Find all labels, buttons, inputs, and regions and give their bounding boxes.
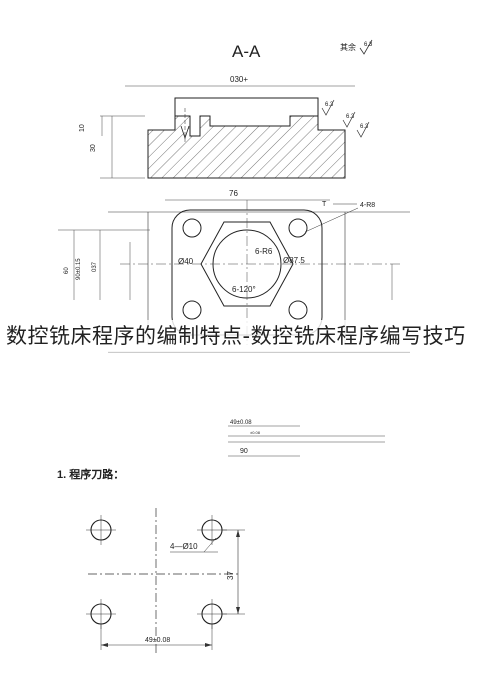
hole-tl xyxy=(86,515,116,545)
label-angle: 6-120° xyxy=(232,285,256,294)
dim-width: 76 xyxy=(229,189,238,198)
dim-height: 30 xyxy=(90,144,97,152)
dim-top: 030+ xyxy=(230,75,248,84)
roughness-note: 其余 xyxy=(340,42,356,52)
dim-left-a: 60 xyxy=(64,267,70,274)
section-view: 30 10 6.3 6.3 6.3 xyxy=(79,97,370,179)
dim-90: 90 xyxy=(240,448,248,455)
label-r6: 6-R6 xyxy=(255,247,273,256)
section-title: A-A xyxy=(232,42,261,61)
dim-bottom: 49±0.08 xyxy=(145,637,170,644)
roughness-value: 6.3 xyxy=(364,42,373,48)
roughness-value: 6.3 xyxy=(325,102,334,108)
toolpath-drawing: 4—Ø10 37 49±0.08 xyxy=(86,508,245,655)
page-caption: 数控铣床程序的编制特点-数控铣床程序编写技巧 xyxy=(6,320,486,352)
dim-49: 49±0.08 xyxy=(230,420,252,426)
dim-small: ±0.08 xyxy=(250,430,261,435)
lower-dims: 49±0.08 ±0.08 90 xyxy=(228,420,385,457)
roughness-value: 6.3 xyxy=(346,114,355,120)
dim-37: 37 xyxy=(226,571,235,580)
label-d87: Ø87.5 xyxy=(283,256,305,265)
roughness-value: 6.3 xyxy=(360,124,369,130)
dim-depth: 10 xyxy=(79,124,86,132)
label-4r8: 4-R8 xyxy=(360,202,375,209)
hole-label: 4—Ø10 xyxy=(170,542,198,551)
step-title: 1. 程序刀路： xyxy=(57,467,124,481)
label-t: T xyxy=(322,201,327,208)
dim-left-c: 037 xyxy=(92,261,98,272)
dim-left-b: 90±0.15 xyxy=(76,258,82,280)
label-d40: Ø40 xyxy=(178,257,194,266)
